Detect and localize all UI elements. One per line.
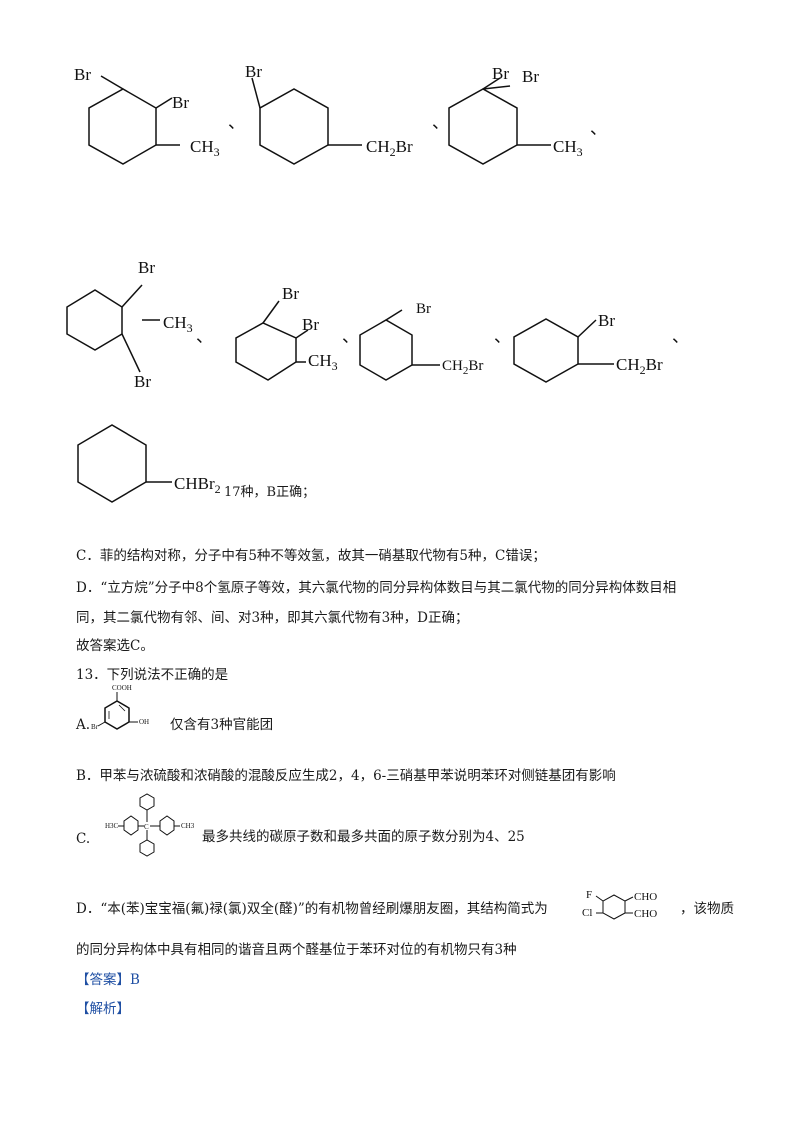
s3-top1: Br [492, 64, 509, 83]
mol-d-cho1: CHO [634, 891, 657, 903]
benzene-ring [602, 894, 626, 920]
mol-d-cho2: CHO [634, 908, 657, 920]
cyclohexane-ring [513, 318, 579, 383]
s1-sub: CH3 [190, 137, 220, 159]
s1-top: Br [74, 65, 91, 84]
mol-c-center: C [144, 823, 149, 831]
cyclohexane-ring [359, 319, 413, 381]
s4-bottom: Br [134, 372, 151, 391]
mol-d-f: F [586, 889, 592, 901]
mol-c-right: CH3 [181, 822, 195, 830]
option-d-previous-1: D．“立方烷”分子中8个氢原子等效，其六氯代物的同分异构体数目与其二氯代物的同分… [76, 580, 677, 596]
option-c-previous: C．菲的结构对称，分子中有5种不等效氢，故其一硝基取代物有5种，C错误； [76, 548, 546, 564]
mol-a-cooh: COOH [112, 684, 132, 692]
benzene-ring [123, 815, 139, 836]
cyclohexane-ring [448, 88, 518, 165]
sep: 、 [196, 327, 213, 346]
s2-sub: CH2Br [366, 137, 413, 159]
option-d-text-1a: D．“本(苯)宝宝福(氟)禄(氯)双全(醛)”的有机物曾经刷爆朋友圈，其结构简式… [76, 901, 548, 917]
option-b: B．甲苯与浓硫酸和浓硝酸的混酸反应生成2，4，6-三硝基甲苯说明苯环对侧链基团有… [76, 768, 616, 784]
s1-mid: Br [172, 93, 189, 112]
s5-top: Br [282, 284, 299, 303]
s3-top2: Br [522, 67, 539, 86]
benzene-ring [139, 839, 155, 857]
cyclohexane-ring [88, 88, 157, 165]
mol-a-oh: OH [139, 718, 149, 726]
s4-top: Br [138, 258, 155, 277]
cyclohexane-ring [235, 322, 297, 381]
option-c-text: 最多共线的碳原子数和最多共面的原子数分别为4、25 [202, 829, 525, 845]
mol-d-cl: Cl [582, 907, 592, 919]
sep: 、 [228, 113, 245, 132]
s7-top: Br [598, 311, 615, 330]
count-statement: 17种，B正确； [224, 485, 316, 500]
s5-mid: Br [302, 315, 319, 334]
sep: 、 [590, 119, 607, 138]
s3-sub: CH3 [553, 137, 583, 159]
sep: 、 [494, 327, 511, 346]
option-d-text-1b: ，该物质 [680, 901, 734, 917]
sep: 、 [432, 113, 449, 132]
option-c-label: C. [76, 831, 91, 847]
option-d-text-2: 的同分异构体中具有相同的谐音且两个醛基位于苯环对位的有机物只有3种 [76, 942, 517, 958]
s8-sub: CHBr2 [174, 474, 221, 496]
sep: 、 [672, 327, 689, 346]
cyclohexane-ring [66, 289, 123, 351]
s6-sub: CH2Br [442, 358, 483, 377]
sep: 、 [342, 327, 359, 346]
s5-sub: CH3 [308, 351, 338, 373]
benzene-ring [159, 815, 175, 836]
mol-a-br: Br [91, 723, 99, 731]
previous-answer: 故答案选C。 [76, 638, 154, 654]
cyclohexane-ring [77, 424, 147, 503]
s2-top: Br [245, 62, 262, 81]
benzene-ring [104, 700, 130, 730]
s7-sub: CH2Br [616, 355, 663, 377]
question-13-stem: 13．下列说法不正确的是 [76, 667, 229, 683]
analysis-label: 【解析】 [76, 1001, 130, 1017]
s6-top: Br [416, 301, 431, 317]
benzene-ring [139, 793, 155, 811]
answer-label: 【答案】B [76, 972, 140, 988]
cyclohexane-ring [259, 88, 329, 165]
s4-sub: CH3 [163, 313, 193, 335]
option-d-previous-2: 同，其二氯代物有邻、间、对3种，即其六氯代物有3种，D正确； [76, 610, 469, 626]
option-a-label: A. [76, 717, 91, 733]
mol-c-left: H3C [105, 822, 119, 830]
option-a-text: 仅含有3种官能团 [170, 717, 274, 733]
